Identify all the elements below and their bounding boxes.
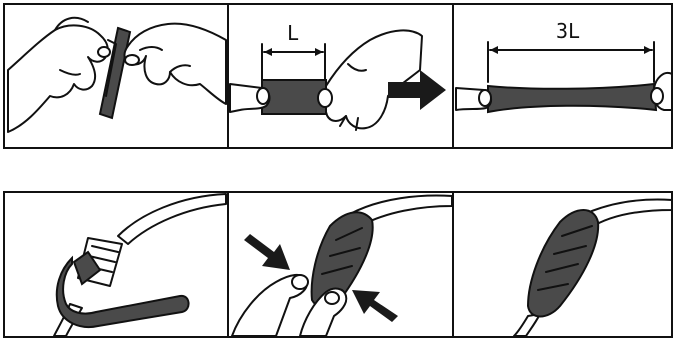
wrap-seams bbox=[321, 227, 363, 275]
panel-5-press-tape bbox=[231, 194, 453, 337]
right-hand bbox=[123, 22, 227, 105]
panel-1-peel-tape bbox=[7, 16, 227, 133]
left-fingernail bbox=[291, 274, 309, 290]
panel-4-wrap-tape bbox=[53, 193, 227, 337]
left-hand bbox=[7, 24, 109, 133]
press-arrow-right-icon bbox=[352, 290, 398, 322]
right-thumb-tip bbox=[317, 88, 333, 108]
left-thumbnail bbox=[97, 46, 111, 58]
left-pinch-thumb bbox=[478, 89, 492, 107]
right-fingernail bbox=[324, 291, 340, 305]
bottom-row-border bbox=[3, 191, 673, 338]
dimension-label-3l: 3L bbox=[556, 19, 580, 43]
panel-3-tape-stretched: 3L bbox=[455, 19, 673, 114]
wrapping-tape bbox=[55, 255, 190, 328]
cable-bottom-p6 bbox=[513, 313, 541, 337]
right-hand-fingers bbox=[339, 115, 359, 131]
tape-strip-peeling bbox=[98, 26, 132, 120]
right-holding-hand bbox=[325, 29, 423, 130]
stretch-arrow-icon bbox=[388, 70, 446, 110]
dim3-arrow-right bbox=[644, 46, 652, 54]
cable-top-p6 bbox=[579, 198, 673, 229]
left-hand-crease bbox=[59, 69, 81, 76]
left-thumb-tip bbox=[256, 87, 270, 105]
press-arrow-left-icon bbox=[244, 234, 290, 270]
dimension-label-l: L bbox=[287, 21, 299, 45]
dim-arrow-left bbox=[264, 48, 272, 56]
cable-top-p5 bbox=[349, 194, 453, 227]
panel-6-finished bbox=[513, 198, 673, 337]
dim-arrow-right bbox=[315, 48, 323, 56]
tape-segment bbox=[261, 79, 327, 115]
panel-2-tape-length: L bbox=[229, 21, 446, 131]
left-hand-thumb-line bbox=[54, 16, 89, 31]
right-hand-crease-2 bbox=[169, 64, 191, 73]
bottom-row-frames bbox=[3, 191, 673, 338]
cable-upper bbox=[117, 193, 227, 245]
finished-wrap-seams bbox=[537, 225, 593, 291]
right-pinch-thumb bbox=[650, 87, 664, 105]
finished-wrap bbox=[526, 209, 600, 318]
right-hand-crease-1 bbox=[139, 46, 163, 51]
dim3-arrow-left bbox=[490, 46, 498, 54]
wrapping-tape-layer bbox=[72, 250, 102, 286]
right-thumbnail bbox=[124, 54, 140, 66]
tape-stretched bbox=[487, 82, 658, 114]
tape-backing-edge bbox=[105, 39, 117, 97]
right-hand-crease bbox=[347, 63, 367, 72]
